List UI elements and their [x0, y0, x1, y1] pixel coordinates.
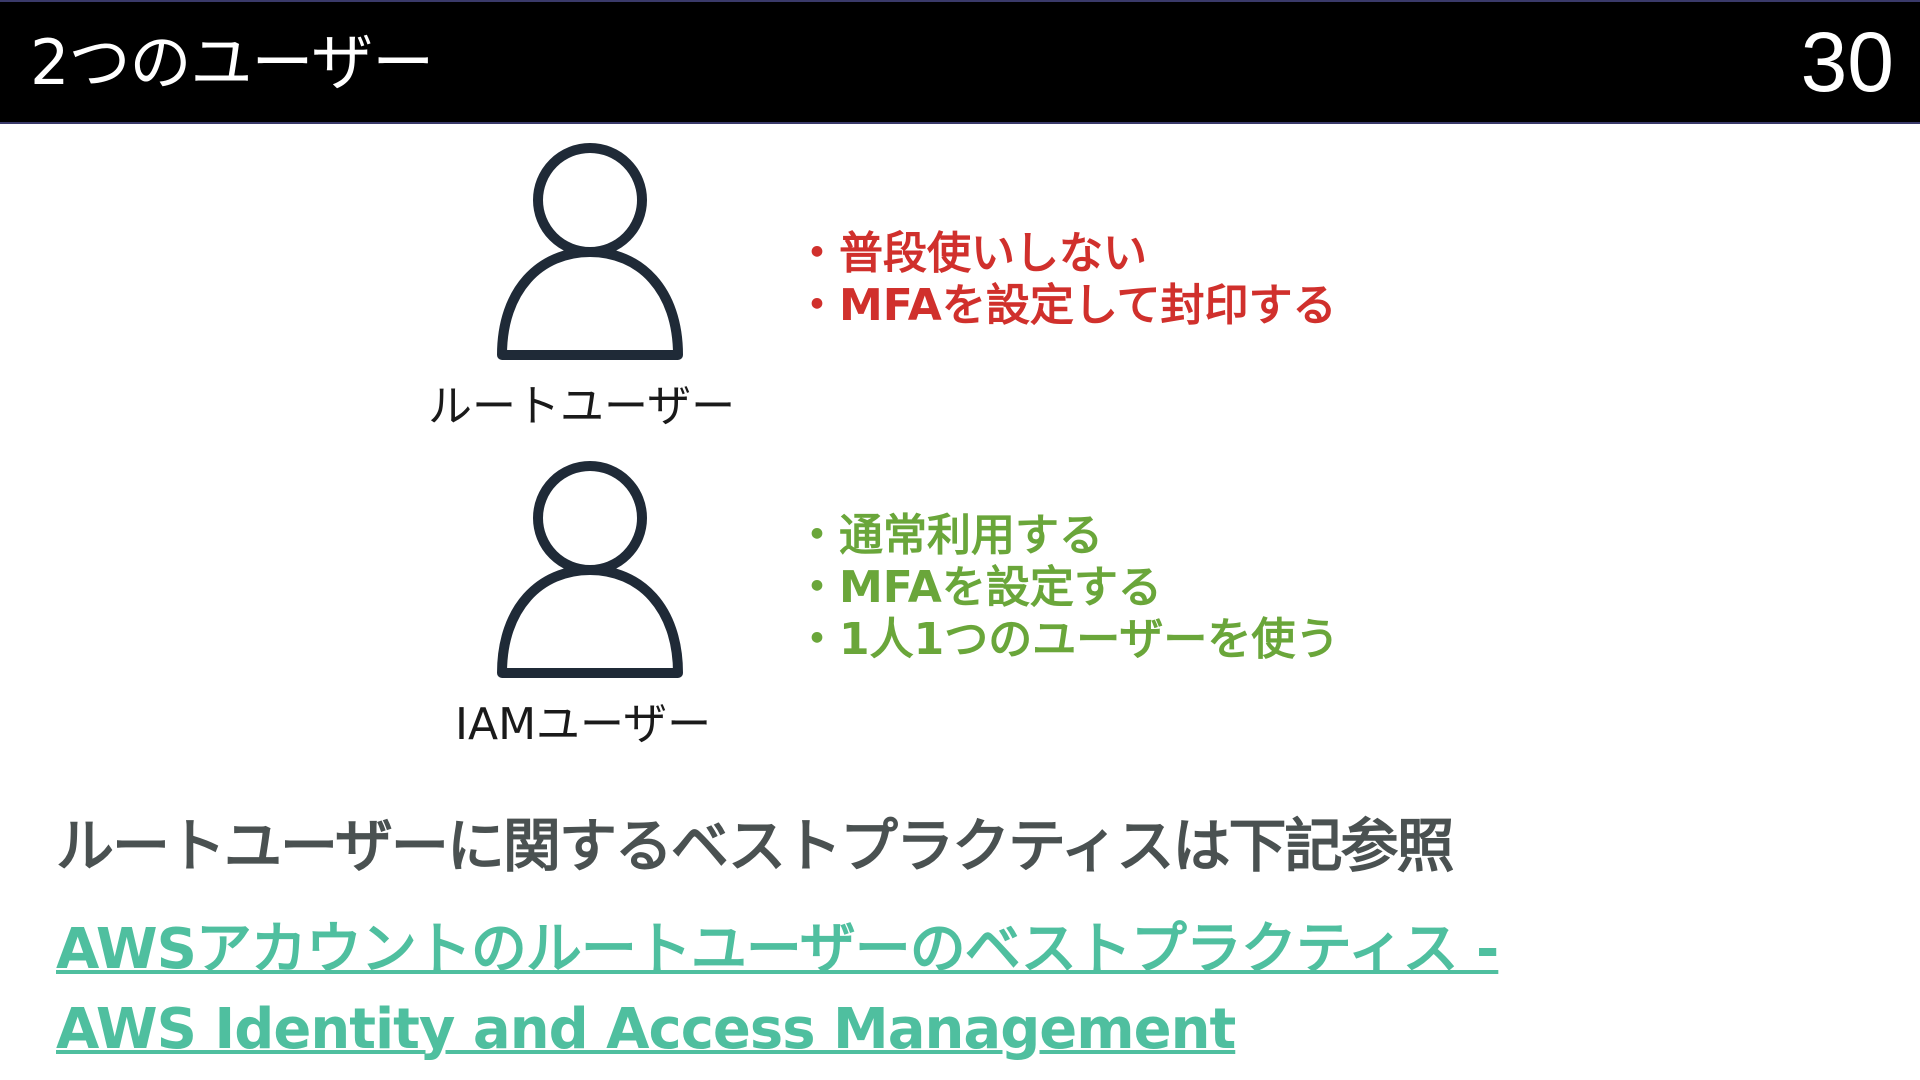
root-user-label: ルートユーザー [428, 381, 736, 432]
iam-user-icon [490, 458, 690, 678]
iam-user-bullet: 1人1つのユーザーを使う [795, 614, 1339, 666]
iam-user-bullet: MFAを設定する [795, 562, 1339, 614]
link-line-1[interactable]: AWSアカウントのルートユーザーのベストプラクティス - [56, 917, 1499, 982]
root-user-bullet: 普段使いしない [795, 228, 1337, 280]
slide-header: 2つのユーザー 30 [0, 0, 1920, 124]
slide-title: 2つのユーザー [30, 26, 434, 99]
best-practice-heading: ルートユーザーに関するベストプラクティスは下記参照 [56, 812, 1455, 880]
best-practice-link[interactable]: AWSアカウントのルートユーザーのベストプラクティス - AWS Identit… [56, 910, 1756, 1070]
user-icon [497, 143, 683, 360]
iam-user-bullet: 通常利用する [795, 510, 1339, 562]
iam-user-bullets: 通常利用する MFAを設定する 1人1つのユーザーを使う [795, 510, 1339, 666]
root-user-bullet: MFAを設定して封印する [795, 280, 1337, 332]
root-user-icon [490, 140, 690, 360]
user-icon [497, 461, 683, 678]
page-number: 30 [1800, 15, 1894, 109]
iam-user-label: IAMユーザー [455, 699, 712, 750]
root-user-bullets: 普段使いしない MFAを設定して封印する [795, 228, 1337, 332]
link-line-2[interactable]: AWS Identity and Access Management [56, 997, 1236, 1062]
